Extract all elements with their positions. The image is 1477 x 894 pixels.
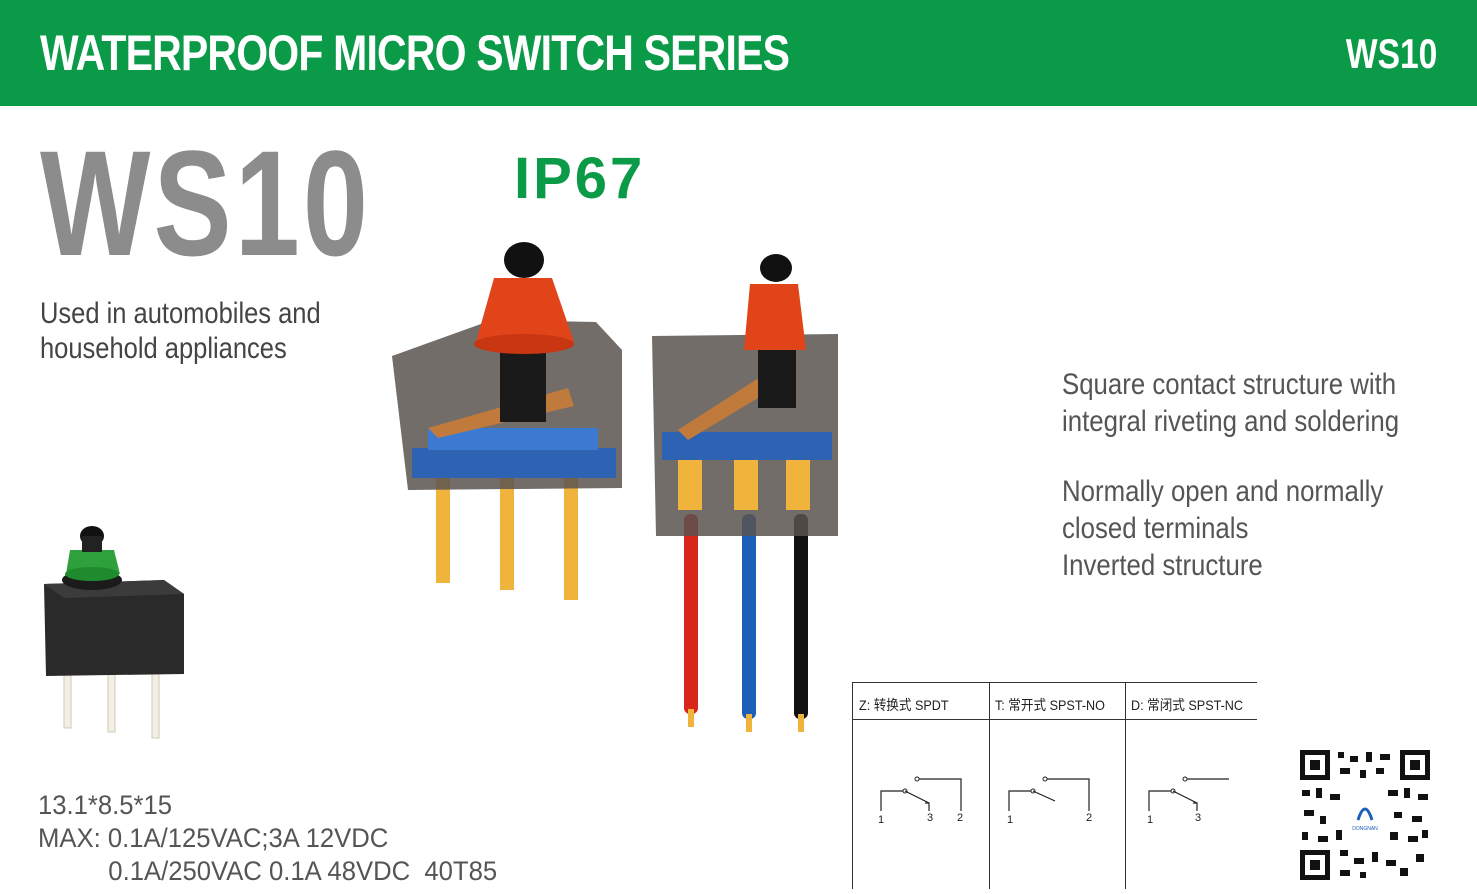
diagram-spst-no: T: 常开式 SPST-NO 1 2 — [989, 683, 1125, 889]
feature-line: integral riveting and soldering — [1062, 405, 1400, 438]
feature-line: Inverted structure — [1062, 549, 1263, 582]
feature-line: Normally open and normally — [1062, 475, 1384, 508]
usage-line: Used in automobiles and — [40, 297, 321, 330]
feature-line: closed terminals — [1062, 512, 1249, 545]
feature-line: Square contact structure with — [1062, 368, 1397, 401]
diagram-spdt: Z: 转换式 SPDT 1 3 2 — [853, 683, 989, 889]
svg-text:1: 1 — [1007, 814, 1013, 826]
svg-text:2: 2 — [957, 812, 963, 824]
diagram-label: T: 常开式 SPST-NO — [995, 697, 1105, 713]
dimensions: 13.1*8.5*15 — [38, 790, 173, 820]
diagram-label: Z: 转换式 SPDT — [859, 697, 949, 713]
max-label: MAX: — [38, 823, 101, 853]
model-number: WS10 — [40, 119, 372, 287]
usage-line: household appliances — [40, 332, 287, 365]
banner-title: WATERPROOF MICRO SWITCH SERIES — [40, 25, 790, 81]
max-value-2: 0.1A/250VAC 0.1A 48VDC — [108, 856, 411, 886]
max-rating-line-1: MAX: 0.1A/125VAC;3A 12VDC — [38, 822, 646, 855]
svg-text:3: 3 — [1195, 812, 1201, 824]
feature-list: Square contact structure with integral r… — [1062, 366, 1423, 584]
banner-model: WS10 — [1345, 30, 1438, 77]
max-rating-line-2: 0.1A/250VAC 0.1A 48VDC 40T85 — [38, 855, 646, 888]
svg-text:3: 3 — [927, 812, 933, 824]
usage-text: Used in automobiles and household applia… — [40, 296, 363, 366]
max-value-1: 0.1A/125VAC;3A 12VDC — [107, 823, 389, 853]
diagram-label: D: 常闭式 SPST-NC — [1131, 697, 1244, 713]
svg-text:1: 1 — [1147, 814, 1153, 826]
switch-cutaway-wires — [652, 254, 838, 732]
header-banner: WATERPROOF MICRO SWITCH SERIES WS10 — [0, 0, 1477, 106]
ip-rating: IP67 — [514, 146, 646, 211]
spec-block: 13.1*8.5*15 MAX: 0.1A/125VAC;3A 12VDC 0.… — [38, 789, 646, 888]
svg-text:DONGNAN: DONGNAN — [1352, 826, 1378, 832]
qr-code[interactable]: DONGNAN — [1300, 750, 1430, 880]
switch-cutaway-pins — [392, 242, 622, 600]
svg-text:1: 1 — [878, 814, 884, 826]
circuit-diagram-table: Z: 转换式 SPDT 1 3 2 T: 常开式 SPST-NO 1 2 D: … — [852, 682, 1257, 889]
switch-photo-small — [44, 526, 184, 739]
diagram-spst-nc: D: 常闭式 SPST-NC 1 3 — [1125, 683, 1257, 889]
temp-range: 40T85 — [424, 856, 498, 886]
svg-text:2: 2 — [1086, 812, 1092, 824]
